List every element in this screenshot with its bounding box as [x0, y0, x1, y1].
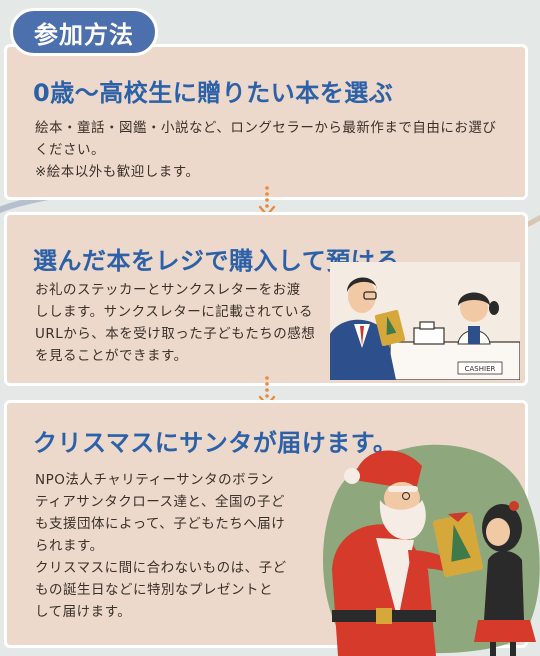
participation-method-badge: 参加方法 [10, 8, 158, 56]
cashier-sign-label: CASHIER [465, 365, 496, 373]
step-2-line: しします。サンクスレターに記載されている [35, 304, 313, 320]
step-1-line: ください。 [35, 142, 105, 158]
step-3-line: して届けます。 [35, 604, 132, 620]
step-2-description: お礼のステッカーとサンクスレターをお渡 しします。サンクスレターに記載されている… [35, 279, 335, 367]
step-1-line: 絵本・童話・図鑑・小説など、ロングセラーから最新作まで自由にお選び [35, 120, 497, 136]
step-2-line: URLから、本を受け取った子どもたちの感想 [35, 326, 316, 342]
step-3-line: も支援団体によって、子どもたちへ届け [35, 516, 286, 532]
cashier-illustration: CASHIER [330, 262, 520, 380]
step-1-line: ※絵本以外も歓迎します。 [35, 164, 200, 180]
step-3-line: NPO法人チャリティーサンタのボラン [35, 472, 275, 488]
step-1-title: 0歳〜高校生に贈りたい本を選ぶ [33, 79, 394, 107]
step-3-line: ティアサンタクロース達と、全国の子ど [35, 494, 285, 510]
step-3-title: クリスマスにサンタが届けます。 [33, 429, 398, 457]
santa-illustration [323, 444, 540, 656]
step-3-description: NPO法人チャリティーサンタのボラン ティアサンタクロース達と、全国の子ど も支… [35, 469, 335, 623]
step-1-description: 絵本・童話・図鑑・小説など、ロングセラーから最新作まで自由にお選び ください。 … [35, 117, 505, 183]
step-3-line: クリスマスに間に合わないものは、子ど [35, 560, 287, 576]
step-2-line: を見ることができます。 [35, 348, 188, 364]
step-2-line: お礼のステッカーとサンクスレターをお渡 [35, 282, 301, 298]
step-card-1: 0歳〜高校生に贈りたい本を選ぶ 絵本・童話・図鑑・小説など、ロングセラーから最新… [4, 44, 528, 200]
step-3-line: られます。 [35, 538, 104, 554]
step-3-line: もの誕生日などに特別なプレゼントと [35, 582, 273, 598]
